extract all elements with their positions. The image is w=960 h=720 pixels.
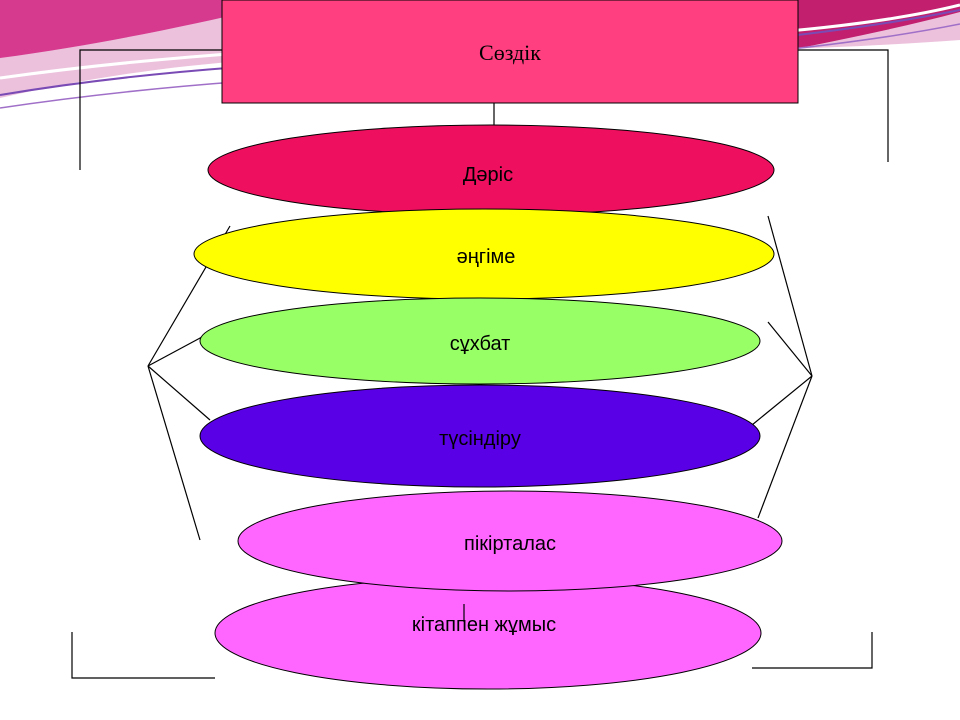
item-label: түсіндіру — [439, 428, 521, 450]
title-box-rect — [221, 0, 799, 104]
left-connector-lines — [147, 225, 231, 541]
title-text: Сөздік — [479, 40, 541, 65]
frame-top-left — [79, 49, 225, 170]
ellipse-shape — [199, 297, 761, 385]
right-connector-lines — [751, 215, 813, 519]
item-label: Дәріс — [463, 164, 513, 186]
frame-bottom-right — [752, 632, 873, 669]
ellipse-shape — [237, 490, 783, 592]
item-ellipse-kitappen: кітаппен жұмыс — [214, 576, 762, 690]
item-label: сұхбат — [450, 333, 511, 355]
item-ellipse-tusindiru: түсіндіру — [199, 384, 761, 488]
title-box: Сөздік — [221, 0, 799, 104]
item-label: әңгіме — [457, 246, 516, 268]
item-ellipses: Дәріс әңгіме сұхбат түсіндіру кітаппен ж… — [193, 124, 783, 690]
frame-bottom-left — [71, 632, 215, 679]
item-ellipse-dáris: Дәріс — [207, 124, 775, 216]
item-label: кітаппен жұмыс — [412, 614, 556, 636]
item-ellipse-angime: әңгіме — [193, 208, 775, 300]
ellipse-shape — [199, 384, 761, 488]
item-ellipse-sukhbat: сұхбат — [199, 297, 761, 385]
item-label: пікірталас — [464, 533, 556, 555]
corner-frames — [71, 49, 889, 679]
frame-top-right — [798, 49, 889, 162]
item-ellipse-pikirtalas: пікірталас — [237, 490, 783, 592]
